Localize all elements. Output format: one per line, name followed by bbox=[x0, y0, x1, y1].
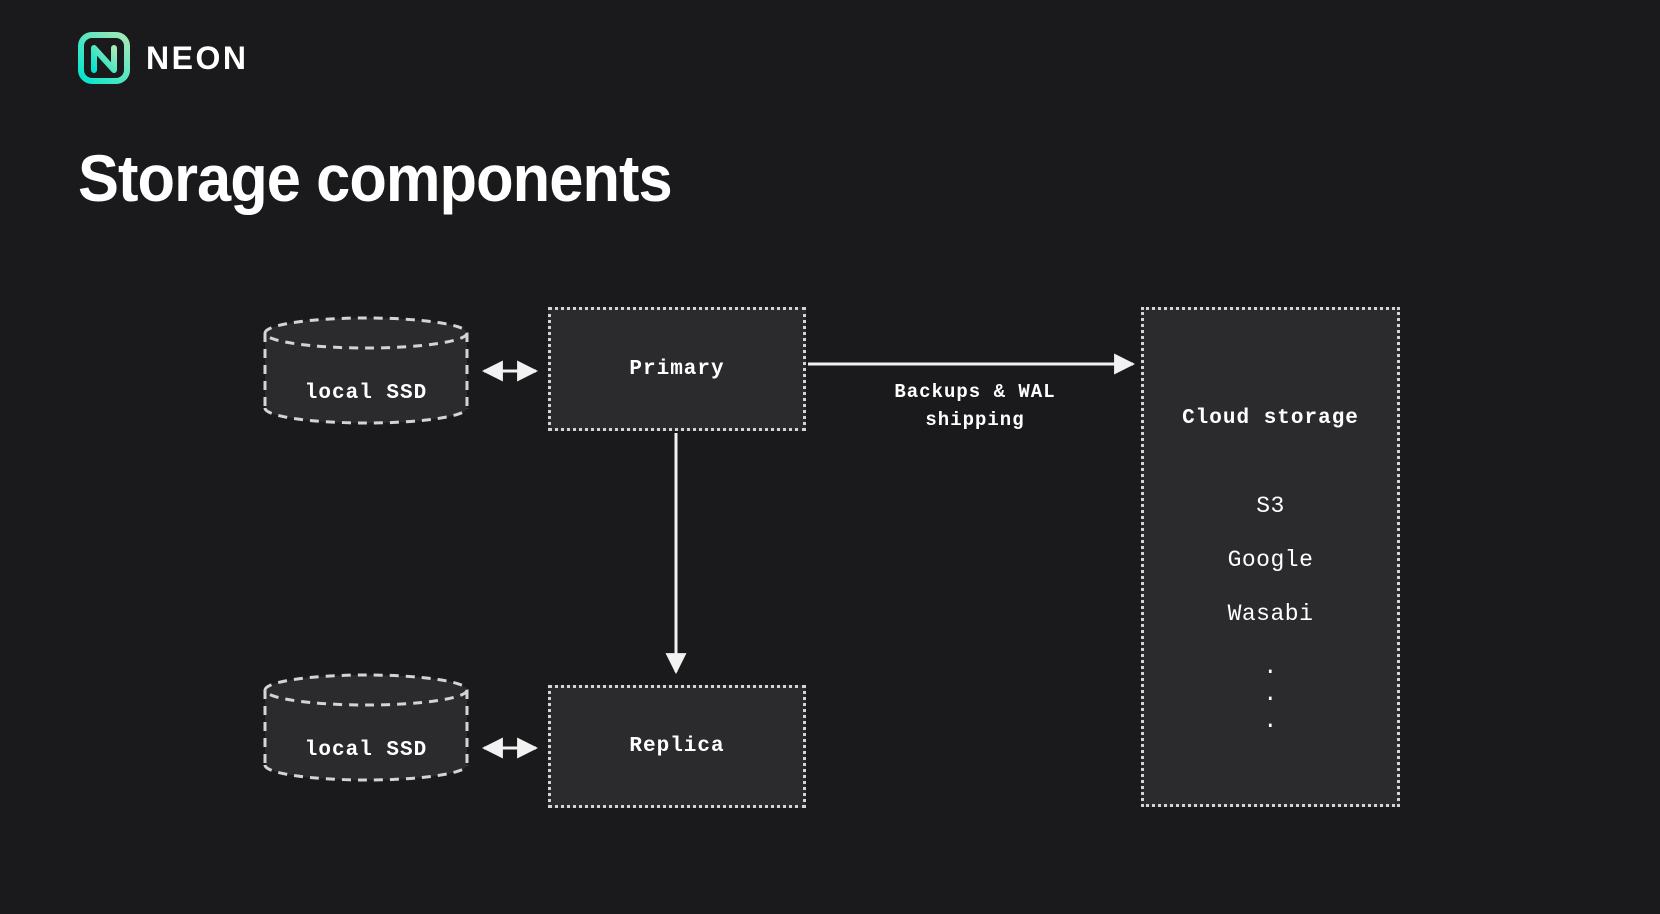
node-label: Replica bbox=[629, 735, 725, 758]
node-label: local SSD bbox=[304, 382, 428, 405]
page-title: Storage components bbox=[78, 141, 673, 215]
list-item: S3 bbox=[1256, 493, 1285, 519]
cloud-provider-list: S3 Google Wasabi ... bbox=[1225, 492, 1317, 735]
brand-name: NEON bbox=[146, 39, 249, 76]
list-item: Google bbox=[1227, 547, 1314, 573]
node-local-ssd-primary: local SSD bbox=[262, 316, 470, 425]
node-replica: Replica bbox=[548, 685, 806, 808]
list-ellipsis: ... bbox=[1263, 654, 1278, 734]
node-label: Primary bbox=[629, 357, 725, 381]
brand-logo: NEON bbox=[78, 32, 248, 84]
node-label: local SSD bbox=[304, 739, 428, 762]
node-label: Cloud storage bbox=[1182, 407, 1359, 430]
edge-label-backups-wal: Backups & WAL shipping bbox=[894, 381, 1056, 431]
cylinder-shape-icon bbox=[263, 673, 469, 782]
cylinder-shape-icon bbox=[263, 316, 469, 425]
list-item: Wasabi bbox=[1227, 601, 1314, 627]
node-primary: Primary bbox=[548, 307, 806, 431]
node-cloud-storage: Cloud storage S3 Google Wasabi ... bbox=[1141, 307, 1400, 807]
neon-logo-icon bbox=[78, 32, 130, 84]
node-local-ssd-replica: local SSD bbox=[262, 673, 470, 782]
